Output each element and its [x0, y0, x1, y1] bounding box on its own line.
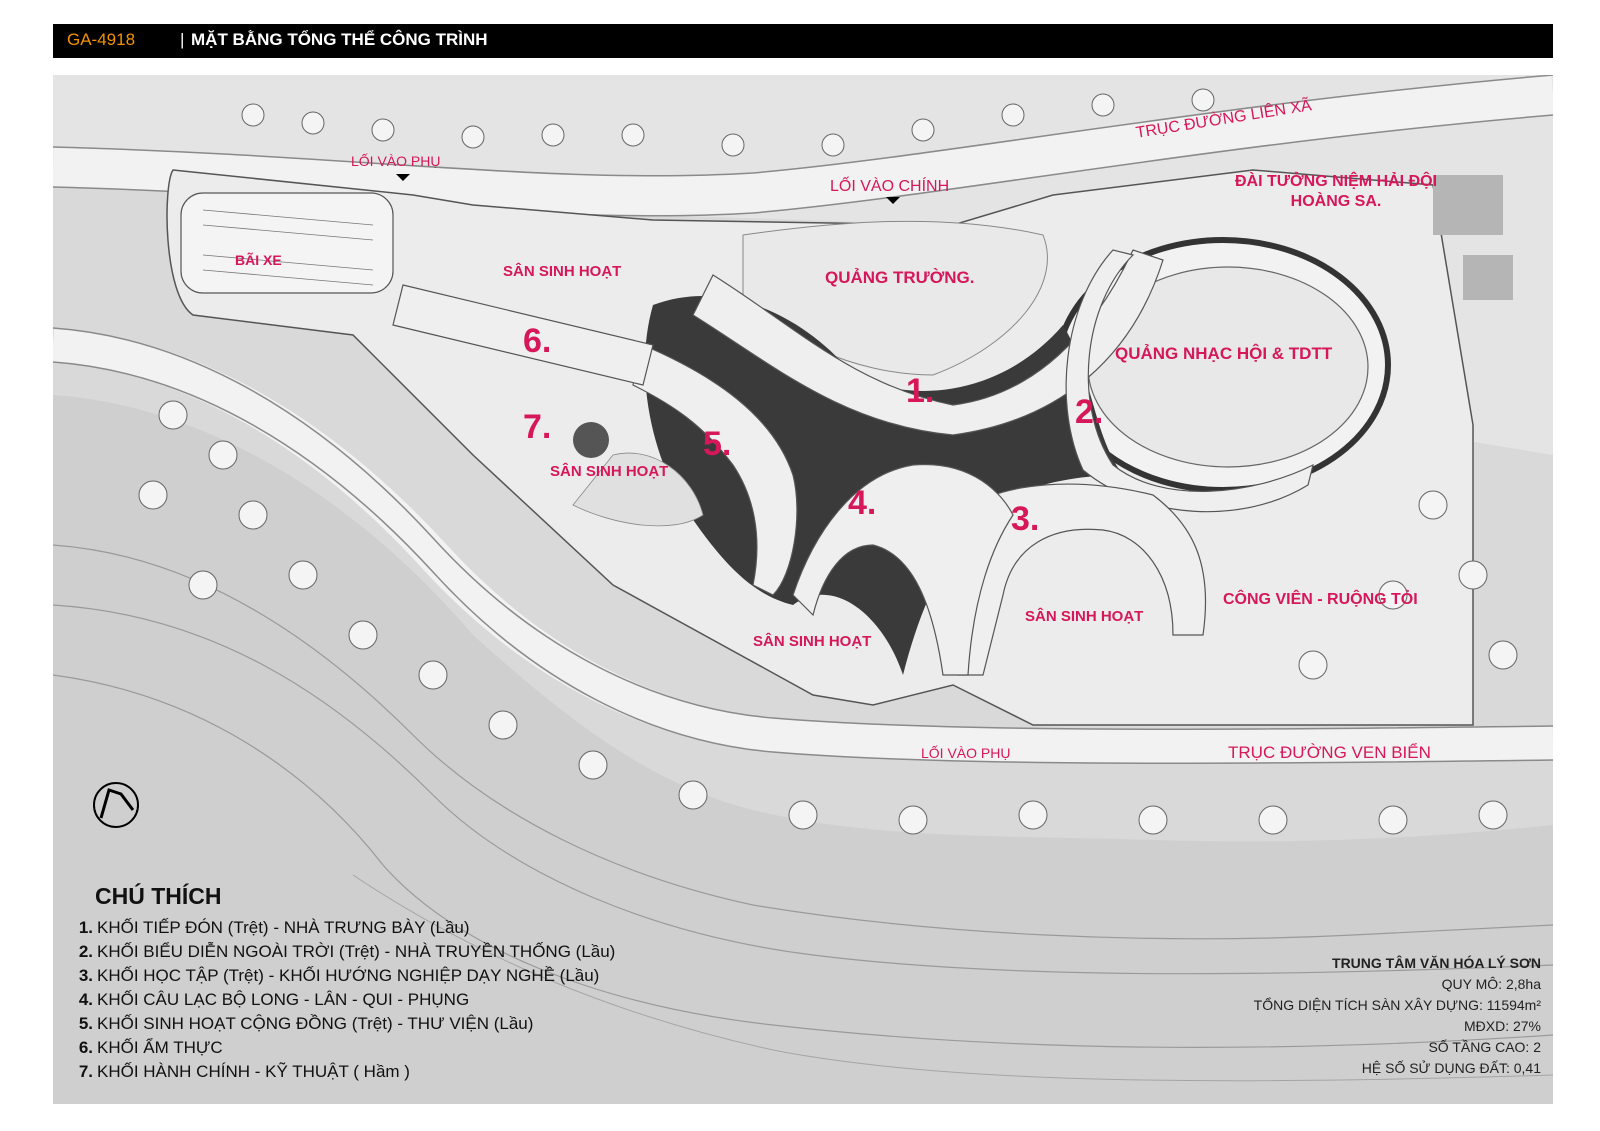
parking-stalls: [202, 209, 374, 286]
legend-item: 2.KHỐI BIỂU DIỄN NGOÀI TRỜI (Trệt) - NHÀ…: [78, 942, 616, 961]
project-info: TRUNG TÂM VĂN HÓA LÝ SƠN QUY MÔ: 2,8ha T…: [1254, 953, 1541, 1079]
legend-item: 6.KHỐI ẨM THỰC: [78, 1038, 223, 1057]
neighbour-building: [1463, 255, 1513, 300]
title-separator: |: [180, 30, 185, 49]
area-label-park: CÔNG VIÊN - RUỘNG TỎI: [1223, 591, 1418, 608]
project-density: MĐXD: 27%: [1463, 1018, 1541, 1034]
block-1-roof: [692, 249, 1164, 436]
area-label-festival: QUẢNG NHẠC HỘI & TDTT: [1115, 344, 1333, 363]
legend: CHÚ THÍCH 1.KHỐI TIẾP ĐÓN (Trệt) - NHÀ T…: [75, 883, 616, 1084]
entrance-marker: [396, 174, 410, 181]
block-number-7: 7.: [523, 408, 552, 446]
area-label-memorial: ĐÀI TƯỞNG NIỆM HẢI ĐỘI HOÀNG SA.: [1234, 173, 1438, 210]
block-number-2: 2.: [1075, 393, 1104, 431]
coastal-road: [53, 328, 1553, 764]
contour-line: [53, 604, 1553, 975]
drawing-code: GA-4918: [67, 30, 136, 49]
legend-item: 5.KHỐI SINH HOẠT CỘNG ĐỒNG (Trệt) - THƯ …: [78, 1014, 534, 1033]
entrance-marker: [886, 197, 900, 204]
block-number-4: 4.: [848, 484, 877, 522]
block-2-roof: [1065, 249, 1314, 513]
block-number-5: 5.: [703, 425, 732, 463]
tree-row: [138, 88, 1518, 835]
area-label-court: SÂN SINH HOẠT: [753, 633, 872, 650]
intercommune-road: [53, 75, 1553, 216]
parking-lot: [180, 192, 394, 294]
title-bar: GA-4918 | MẶT BẰNG TỔNG THỂ CÔNG TRÌNH: [53, 24, 1553, 58]
legend-item: 7.KHỐI HÀNH CHÍNH - KỸ THUẬT ( Hầm ): [78, 1062, 410, 1081]
road-edge: [53, 327, 1553, 731]
block-5-roof: [632, 344, 798, 596]
road-edge: [53, 361, 1553, 765]
block-7-dome: [573, 422, 609, 458]
area-label-court: SÂN SINH HOẠT: [550, 463, 669, 480]
project-land-use: HỆ SỐ SỬ DỤNG ĐẤT: 0,41: [1361, 1060, 1541, 1076]
legend-title: CHÚ THÍCH: [95, 883, 222, 909]
contour-line: [352, 874, 1553, 1082]
project-floor-area: TỔNG DIỆN TÍCH SÀN XÂY DỰNG: 11594m²: [1253, 997, 1541, 1013]
legend-item: 1.KHỐI TIẾP ĐÓN (Trệt) - NHÀ TRƯNG BÀY (…: [78, 918, 470, 937]
block-6-roof: [392, 284, 654, 386]
legend-item: 3.KHỐI HỌC TẬP (Trệt) - KHỐI HƯỚNG NGHIỆ…: [78, 966, 600, 985]
area-label-court: SÂN SINH HOẠT: [503, 263, 622, 280]
project-floors: SỐ TẦNG CAO: 2: [1428, 1039, 1541, 1055]
entrance-label-side-top: LỐI VÀO PHỤ: [351, 153, 441, 169]
north-arrow-icon: [93, 782, 139, 828]
area-label-plaza: QUẢNG TRƯỜNG.: [825, 268, 975, 287]
neighbour-building: [1433, 175, 1503, 235]
drawing-title: MẶT BẰNG TỔNG THỂ CÔNG TRÌNH: [191, 30, 488, 49]
project-name: TRUNG TÂM VĂN HÓA LÝ SƠN: [1332, 955, 1541, 971]
project-scale: QUY MÔ: 2,8ha: [1441, 976, 1541, 992]
entrance-label-main: LỐI VÀO CHÍNH: [830, 178, 950, 195]
block-number-1: 1.: [906, 372, 935, 410]
contour-line: [53, 544, 1553, 940]
courtyard: [572, 452, 704, 527]
legend-item: 4.KHỐI CÂU LẠC BỘ LONG - LÂN - QUI - PHỤ…: [78, 990, 470, 1009]
road-edge: [53, 75, 1553, 177]
site-plan: TRỤC ĐƯỜNG LIÊN XÃ TRỤC ĐƯỜNG VEN BIỂN L…: [53, 75, 1553, 1104]
block-number-6: 6.: [523, 322, 552, 360]
area-label-court: SÂN SINH HOẠT: [1025, 608, 1144, 625]
entrance-label-side-bottom: LỐI VÀO PHỤ: [921, 745, 1011, 761]
block-number-3: 3.: [1011, 500, 1040, 538]
hill-slope: [53, 395, 1553, 1104]
site-plan-drawing: [53, 75, 1553, 1104]
area-label-parking: BÃI XE: [235, 252, 282, 268]
block-4-roof: [792, 463, 1014, 676]
contour-line: [53, 674, 1553, 1048]
road-label-ven-bien: TRỤC ĐƯỜNG VEN BIỂN: [1228, 743, 1431, 762]
